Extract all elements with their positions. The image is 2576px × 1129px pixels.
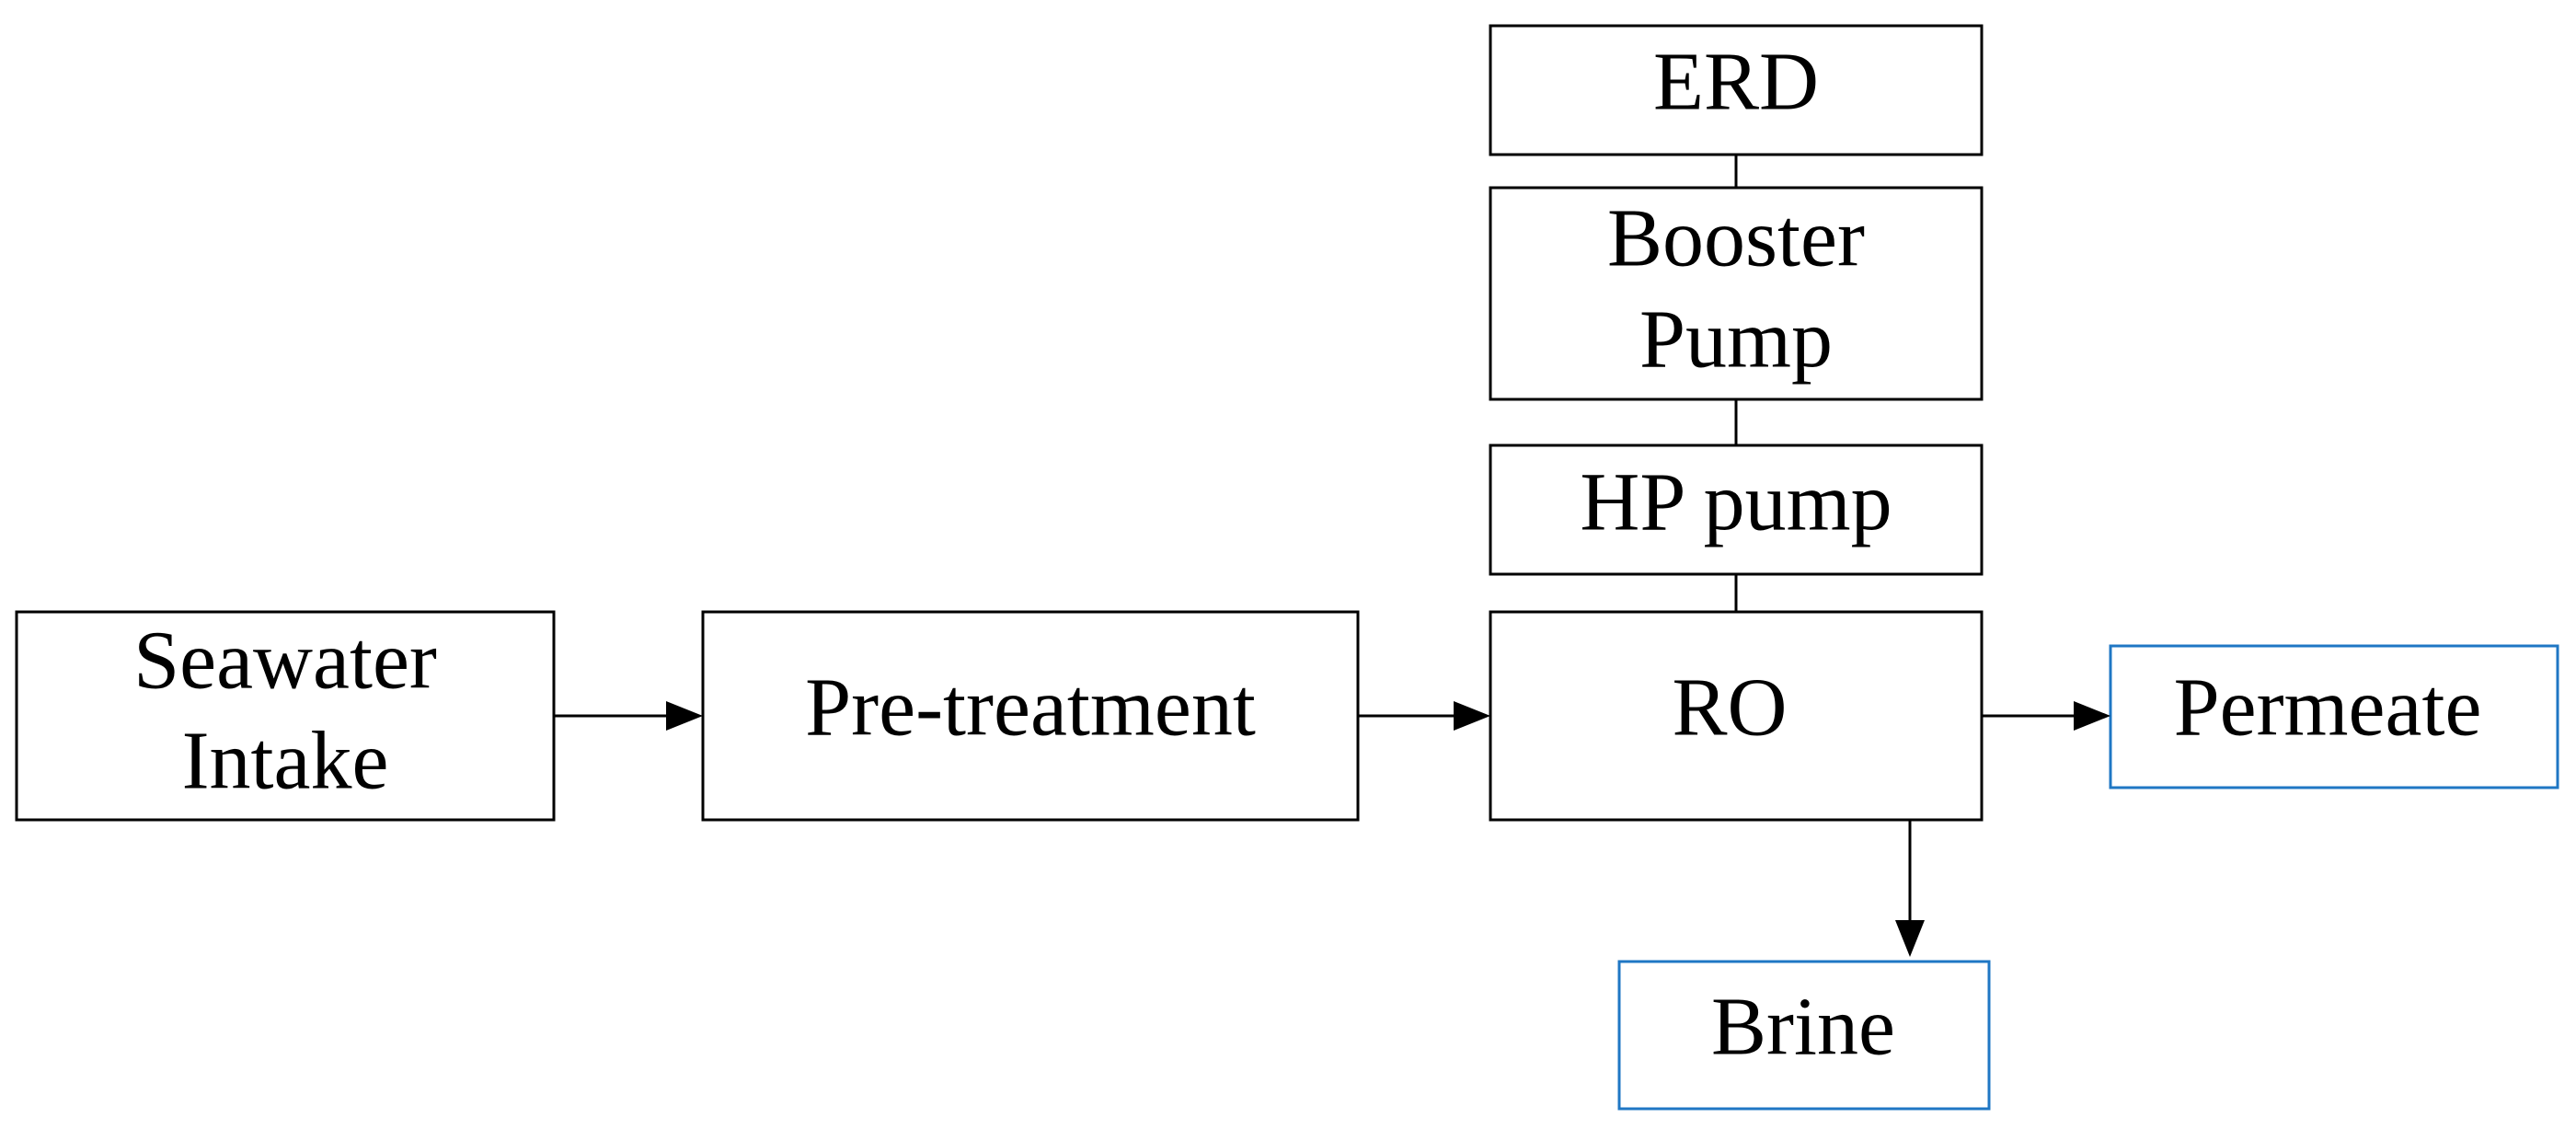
node-brine: Brine (1617, 960, 1991, 1111)
brine-label: Brine (1711, 982, 1895, 1073)
node-ro: RO (1489, 610, 1984, 822)
arrow-ro-to-permeate (1982, 701, 2110, 731)
node-seawater-intake: Seawater Intake (15, 610, 556, 822)
erd-label: ERD (1653, 37, 1819, 128)
node-hp-pump: HP pump (1489, 444, 1984, 576)
arrow-pretreatment-to-ro (1358, 701, 1490, 731)
permeate-label: Permeate (2174, 662, 2482, 754)
seawater-intake-label-line1: Seawater (133, 616, 437, 707)
booster-pump-label-line1: Booster (1607, 193, 1865, 284)
booster-pump-label-line2: Pump (1639, 294, 1833, 386)
node-permeate: Permeate (2109, 644, 2559, 789)
node-pre-treatment: Pre-treatment (701, 610, 1360, 822)
hp-pump-label: HP pump (1580, 457, 1892, 548)
ro-label: RO (1672, 662, 1787, 754)
node-erd: ERD (1489, 24, 1984, 156)
pre-treatment-label: Pre-treatment (805, 662, 1256, 754)
node-booster-pump: Booster Pump (1489, 186, 1984, 401)
seawater-intake-label-line2: Intake (182, 716, 389, 807)
arrow-intake-to-pretreatment (554, 701, 703, 731)
arrow-ro-to-brine (1895, 820, 1925, 957)
